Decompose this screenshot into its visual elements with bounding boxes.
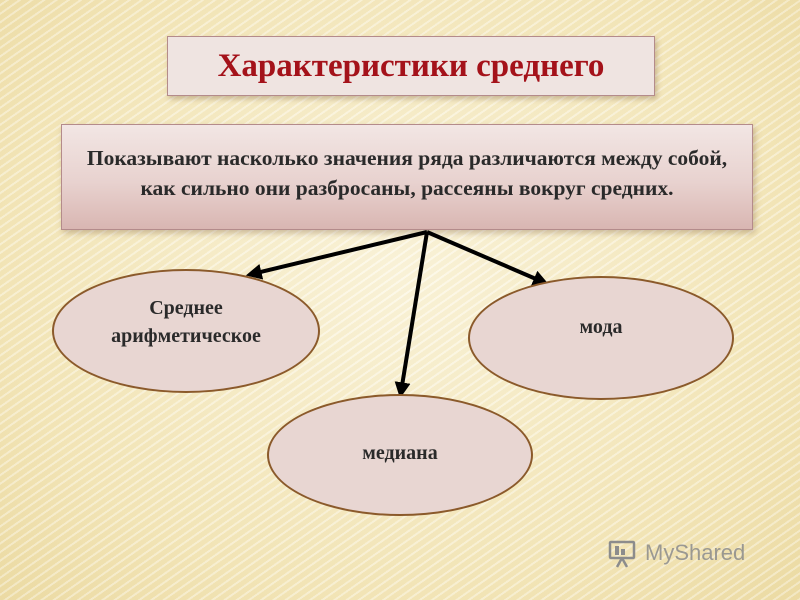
description-text: Показывают насколько значения ряда разли… bbox=[86, 146, 728, 200]
presentation-icon bbox=[608, 540, 636, 568]
node-mean: Среднее арифметическое bbox=[52, 269, 320, 393]
watermark: MyShared bbox=[607, 536, 745, 570]
description-box: Показывают насколько значения ряда разли… bbox=[61, 124, 753, 230]
node-median-label: медиана bbox=[362, 442, 438, 464]
arrow-to-mean bbox=[245, 230, 428, 280]
slide-title: Характеристики среднего bbox=[217, 47, 605, 84]
arrow-to-mode bbox=[426, 230, 549, 286]
title-box: Характеристики среднего bbox=[167, 36, 655, 96]
node-median: медиана bbox=[267, 394, 533, 516]
node-mean-label: Среднее арифметическое bbox=[111, 297, 261, 347]
node-mode: мода bbox=[468, 276, 734, 400]
node-mode-label: мода bbox=[579, 316, 623, 338]
watermark-text: MyShared bbox=[645, 540, 746, 565]
arrow-to-median bbox=[394, 231, 429, 399]
